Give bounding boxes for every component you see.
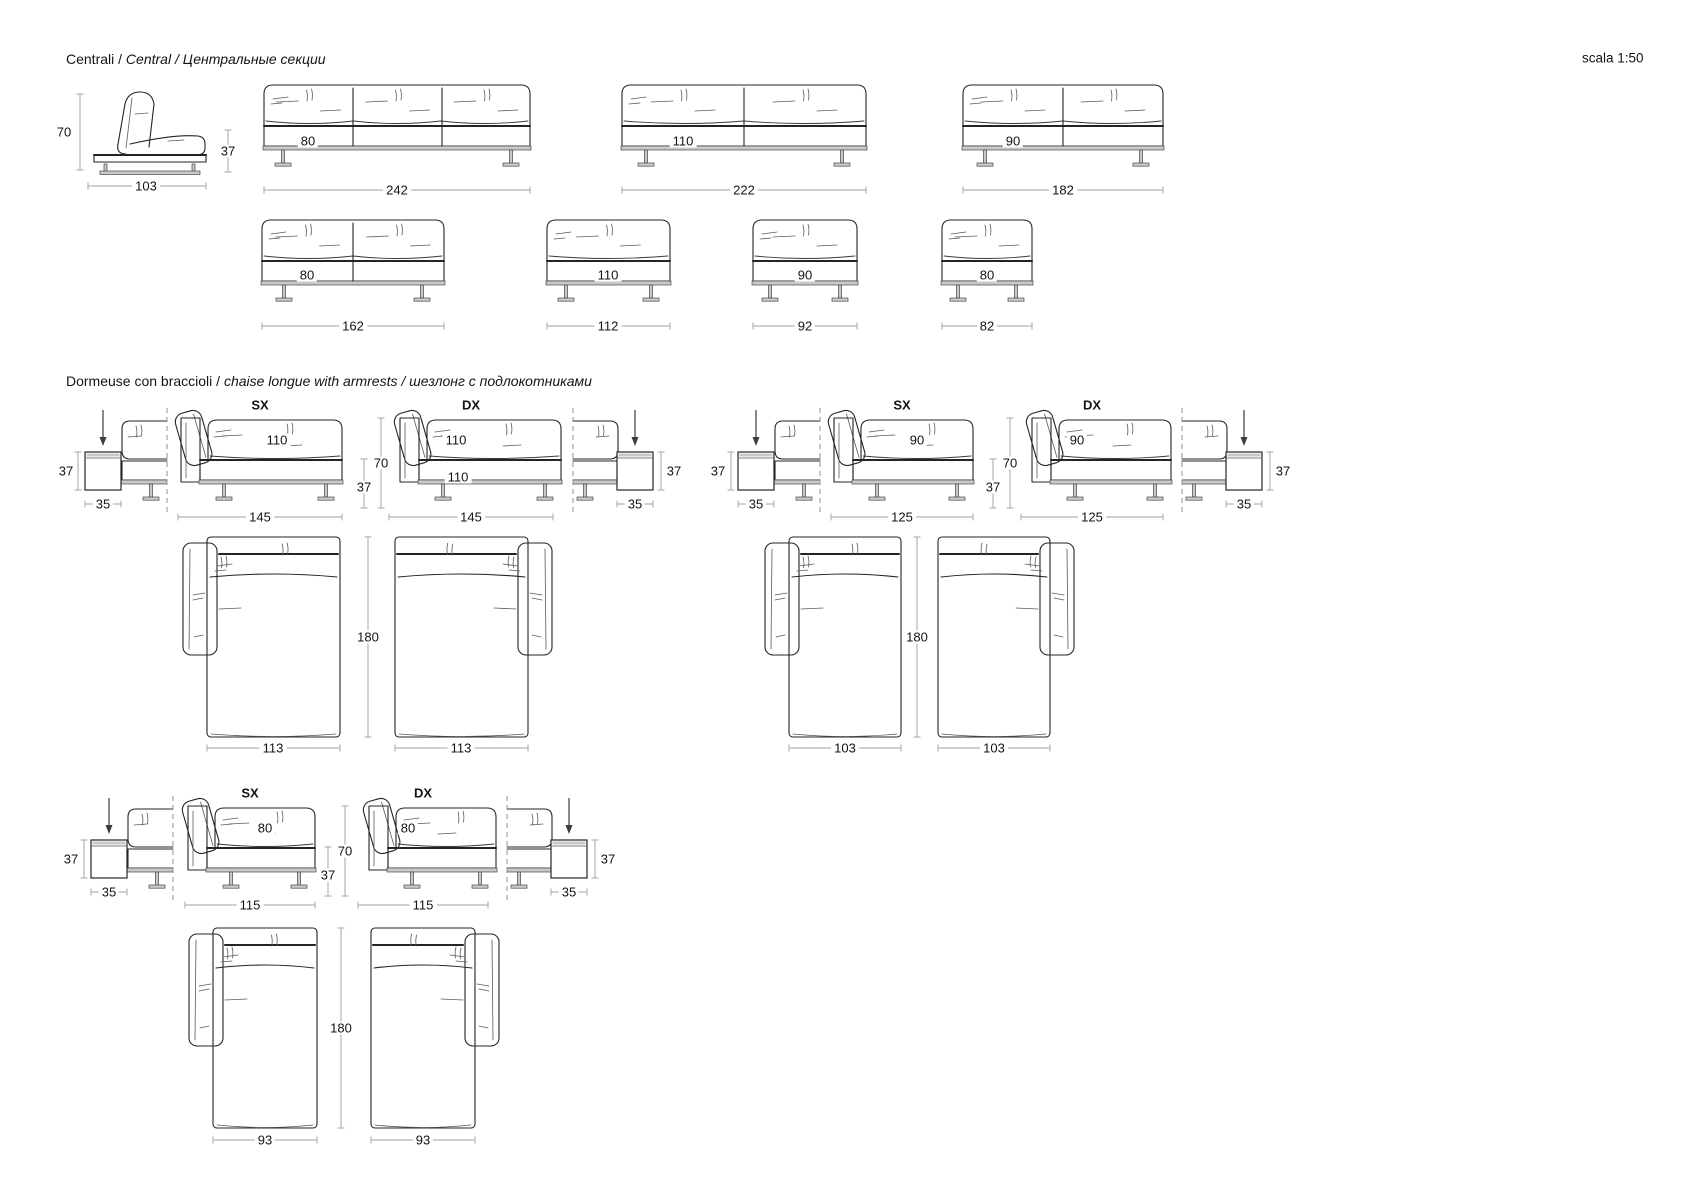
- g1-left-table-height-dim: 37: [55, 464, 77, 478]
- centrali-title-italic: Central / Центральные секции: [125, 51, 326, 67]
- g3-seat-height-dim: 37: [317, 868, 339, 882]
- sofa-162-width-dim: 162: [339, 319, 367, 333]
- sofa-92-width-dim: 92: [794, 319, 816, 333]
- sofa-112-module-label: 110: [594, 268, 622, 282]
- g1-sx-width-dim: 145: [246, 510, 274, 524]
- g3-sx-width-dim: 115: [236, 898, 264, 912]
- g3-left-table-width-dim: 35: [98, 885, 120, 899]
- sofa-182-width-dim: 182: [1049, 183, 1077, 197]
- g1-sx-module-label: 110: [263, 433, 291, 447]
- g2-right-table-height-dim: 37: [1272, 464, 1294, 478]
- sofa-242-width-dim: 242: [383, 183, 411, 197]
- centrali-title-plain: Centrali /: [66, 51, 126, 67]
- g1-plan-depth-dim: 180: [354, 630, 382, 644]
- g2-plan-depth-dim: 180: [903, 630, 931, 644]
- g3-right-table-width-dim: 35: [558, 885, 580, 899]
- g2-left-table-height-dim: 37: [707, 464, 729, 478]
- g1-sx-plan-width-dim: 113: [259, 741, 287, 755]
- sofa-162-module-label: 80: [296, 268, 318, 282]
- g1-dx-width-dim: 145: [457, 510, 485, 524]
- g1-seat-height-dim: 37: [353, 480, 375, 494]
- g2-total-height-dim: 70: [999, 456, 1021, 470]
- dormeuse-title-plain: Dormeuse con braccioli /: [66, 373, 224, 389]
- g1-dx-base-module-label: 110: [444, 470, 472, 484]
- g2-sx-plan-width-dim: 103: [831, 741, 859, 755]
- g3-left-table-height-dim: 37: [60, 852, 82, 866]
- g3-sx-plan-width-dim: 93: [254, 1133, 276, 1147]
- g1-sx-label: SX: [248, 398, 272, 412]
- side-view-height-dim: 70: [53, 125, 75, 139]
- scale-note: scala 1:50: [1582, 50, 1644, 66]
- centrali-section-title: Centrali / Central / Центральные секции: [66, 51, 326, 67]
- side-view-seat-height-dim: 37: [217, 144, 239, 158]
- g1-right-table-width-dim: 35: [624, 497, 646, 511]
- g2-dx-module-label: 90: [1066, 433, 1088, 447]
- sofa-82-width-dim: 82: [976, 319, 998, 333]
- g3-dx-plan-width-dim: 93: [412, 1133, 434, 1147]
- g2-dx-width-dim: 125: [1078, 510, 1106, 524]
- g2-right-table-width-dim: 35: [1233, 497, 1255, 511]
- sofa-222-width-dim: 222: [730, 183, 758, 197]
- g1-dx-plan-width-dim: 113: [447, 741, 475, 755]
- g3-total-height-dim: 70: [334, 844, 356, 858]
- g3-dx-label: DX: [410, 786, 436, 800]
- g1-right-table-height-dim: 37: [663, 464, 685, 478]
- g2-dx-label: DX: [1079, 398, 1105, 412]
- g2-dx-plan-width-dim: 103: [980, 741, 1008, 755]
- g1-dx-label: DX: [458, 398, 484, 412]
- sofa-242-module-label: 80: [297, 134, 319, 148]
- g3-dx-width-dim: 115: [409, 898, 437, 912]
- g1-total-height-dim: 70: [370, 456, 392, 470]
- g3-right-table-height-dim: 37: [597, 852, 619, 866]
- g1-left-table-width-dim: 35: [92, 497, 114, 511]
- g1-dx-module-label: 110: [442, 433, 470, 447]
- g2-seat-height-dim: 37: [982, 480, 1004, 494]
- sofa-222-module-label: 110: [669, 134, 697, 148]
- sofa-112-width-dim: 112: [594, 319, 622, 333]
- side-view-depth-dim: 103: [132, 179, 160, 193]
- g3-sx-module-label: 80: [254, 821, 276, 835]
- dormeuse-section-title: Dormeuse con braccioli / chaise longue w…: [66, 373, 592, 389]
- dormeuse-title-italic: chaise longue with armrests / шезлонг с …: [223, 373, 592, 389]
- g2-left-table-width-dim: 35: [745, 497, 767, 511]
- sofa-182-module-label: 90: [1002, 134, 1024, 148]
- g3-dx-module-label: 80: [397, 821, 419, 835]
- g2-sx-module-label: 90: [906, 433, 928, 447]
- sofa-82-module-label: 80: [976, 268, 998, 282]
- g2-sx-width-dim: 125: [888, 510, 916, 524]
- sofa-92-module-label: 90: [794, 268, 816, 282]
- g3-sx-label: SX: [238, 786, 262, 800]
- g2-sx-label: SX: [890, 398, 914, 412]
- g3-plan-depth-dim: 180: [327, 1021, 355, 1035]
